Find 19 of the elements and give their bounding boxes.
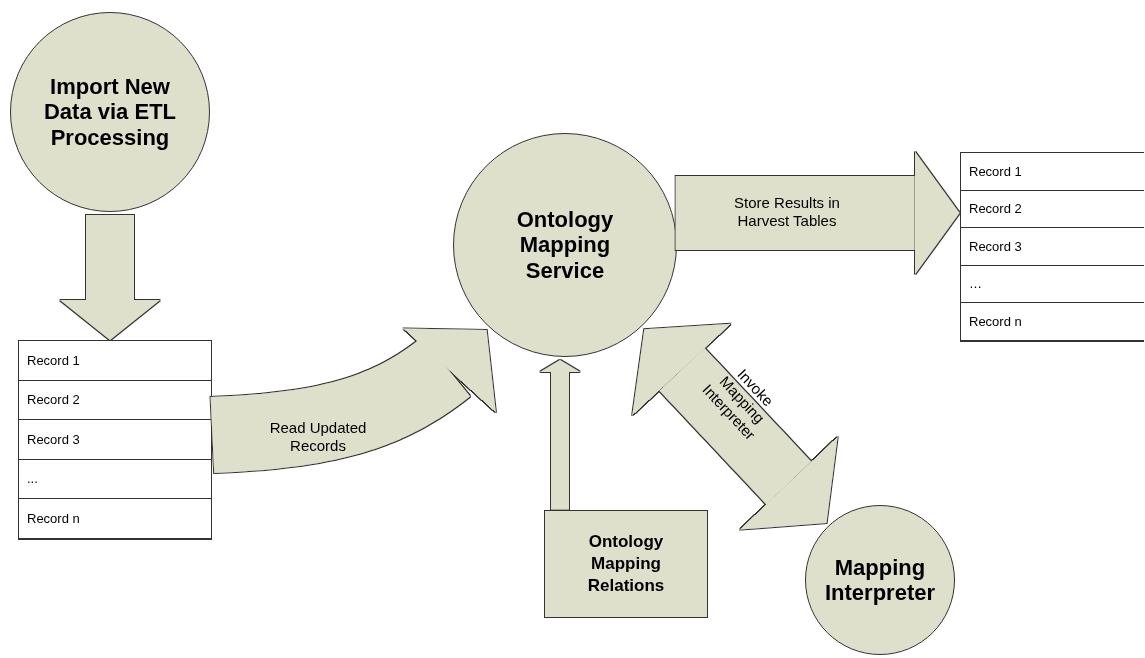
table-row: Record 1 [19, 341, 211, 381]
node-label: Ontology Mapping Service [515, 207, 615, 283]
node-label: Ontology Mapping Relations [586, 530, 666, 598]
table-row: Record 1 [961, 153, 1144, 191]
record-table [18, 340, 212, 540]
table-row: Record 2 [961, 190, 1144, 229]
record-table [960, 152, 1144, 342]
table-row: … [961, 265, 1144, 304]
edge-label: Read Updated Records [268, 419, 368, 455]
table-row-text: Record n [968, 312, 1023, 331]
table-row-text: Record n [26, 509, 81, 528]
table-row: Record 3 [19, 420, 211, 460]
table-row: Record 3 [961, 228, 1144, 266]
edge-label: Store Results in Harvest Tables [733, 194, 841, 230]
node-label: Import New Data via ETL Processing [42, 74, 177, 150]
node-label: Mapping Interpreter [823, 554, 936, 606]
table-row: ... [19, 459, 211, 500]
table-row: Record 2 [19, 380, 211, 421]
relations-box [544, 510, 708, 618]
